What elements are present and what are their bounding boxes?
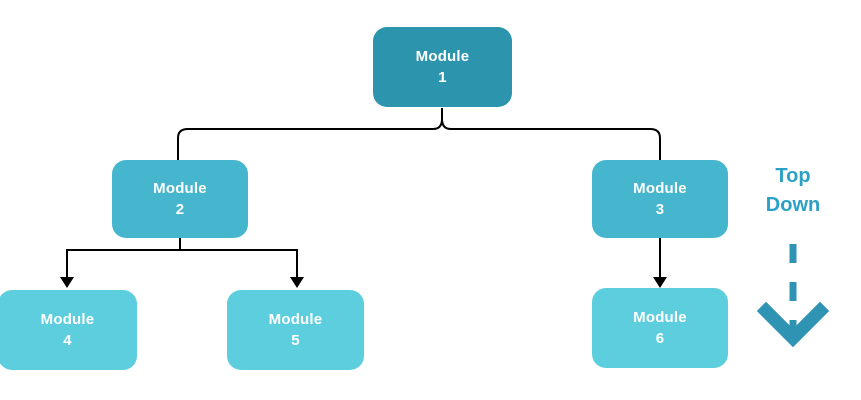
connector-module1-module2: [177, 108, 443, 160]
arrowhead-module6: [653, 277, 667, 288]
node-number: 6: [655, 330, 665, 347]
node-module-2: Module 2: [112, 160, 248, 238]
top-down-label-line1: Top: [775, 165, 811, 187]
top-down-label: Top Down: [745, 162, 841, 220]
node-module-3: Module 3: [592, 160, 728, 238]
node-module-1: Module 1: [373, 27, 512, 107]
node-module-6: Module 6: [592, 288, 728, 368]
node-number: 5: [291, 332, 300, 349]
connector-module1-module3: [441, 108, 661, 160]
arrowhead-module4: [60, 277, 74, 288]
node-label: Module: [268, 311, 323, 328]
node-label: Module: [633, 309, 687, 326]
node-label: Module: [40, 311, 95, 328]
node-number: 4: [63, 332, 72, 349]
node-number: 1: [438, 69, 447, 86]
node-number: 2: [175, 201, 185, 218]
node-module-4: Module 4: [0, 290, 137, 370]
node-module-5: Module 5: [227, 290, 364, 370]
arrowhead-module5: [290, 277, 304, 288]
top-down-label-line2: Down: [765, 194, 821, 216]
connector-module2-module4: [66, 249, 298, 278]
node-label: Module: [153, 180, 207, 197]
top-down-arrow-icon: [756, 301, 830, 348]
node-number: 3: [655, 201, 665, 218]
node-label: Module: [633, 180, 687, 197]
node-label: Module: [415, 48, 470, 65]
